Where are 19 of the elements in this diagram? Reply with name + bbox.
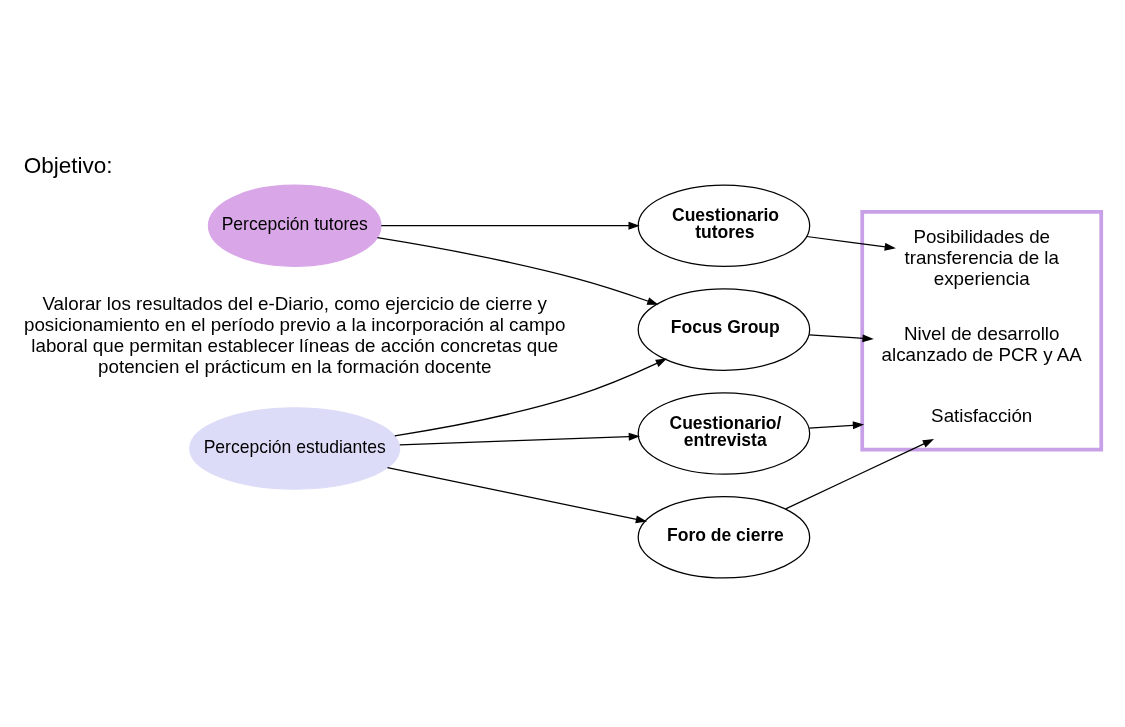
arrow [806,235,896,251]
node-ellipse: Cuestionario/ entrevista [637,391,811,475]
label: Valorar los resultados del e-Diario, como ejercicio de cierre y posicionamiento en el período previo a la incorporación al campo laboral que permitan establecer líneas de acción concretas que potencien el prácticum en la formación docente [23,292,566,377]
node-ellipse: Percepción estudiantes [189,406,401,490]
arrow [399,432,640,445]
arrow [376,236,659,305]
arrow [785,438,935,509]
arrow [394,358,667,436]
arrow [380,221,640,230]
diagram-title: Objetivo: [23,152,113,178]
arrow [808,420,865,429]
node-text: Posibilidades de transferencia de la experiencia [904,225,1059,289]
arrow [386,466,648,523]
node-ellipse: Cuestionario tutores [637,183,811,267]
arrow [808,333,874,342]
node-ellipse: Focus Group [637,287,811,371]
node-text: Satisfacción [931,404,1033,426]
node-text: Nivel de desarrollo alcanzado de PCR y AA [881,322,1082,365]
node-ellipse: Percepción tutores [207,183,382,267]
